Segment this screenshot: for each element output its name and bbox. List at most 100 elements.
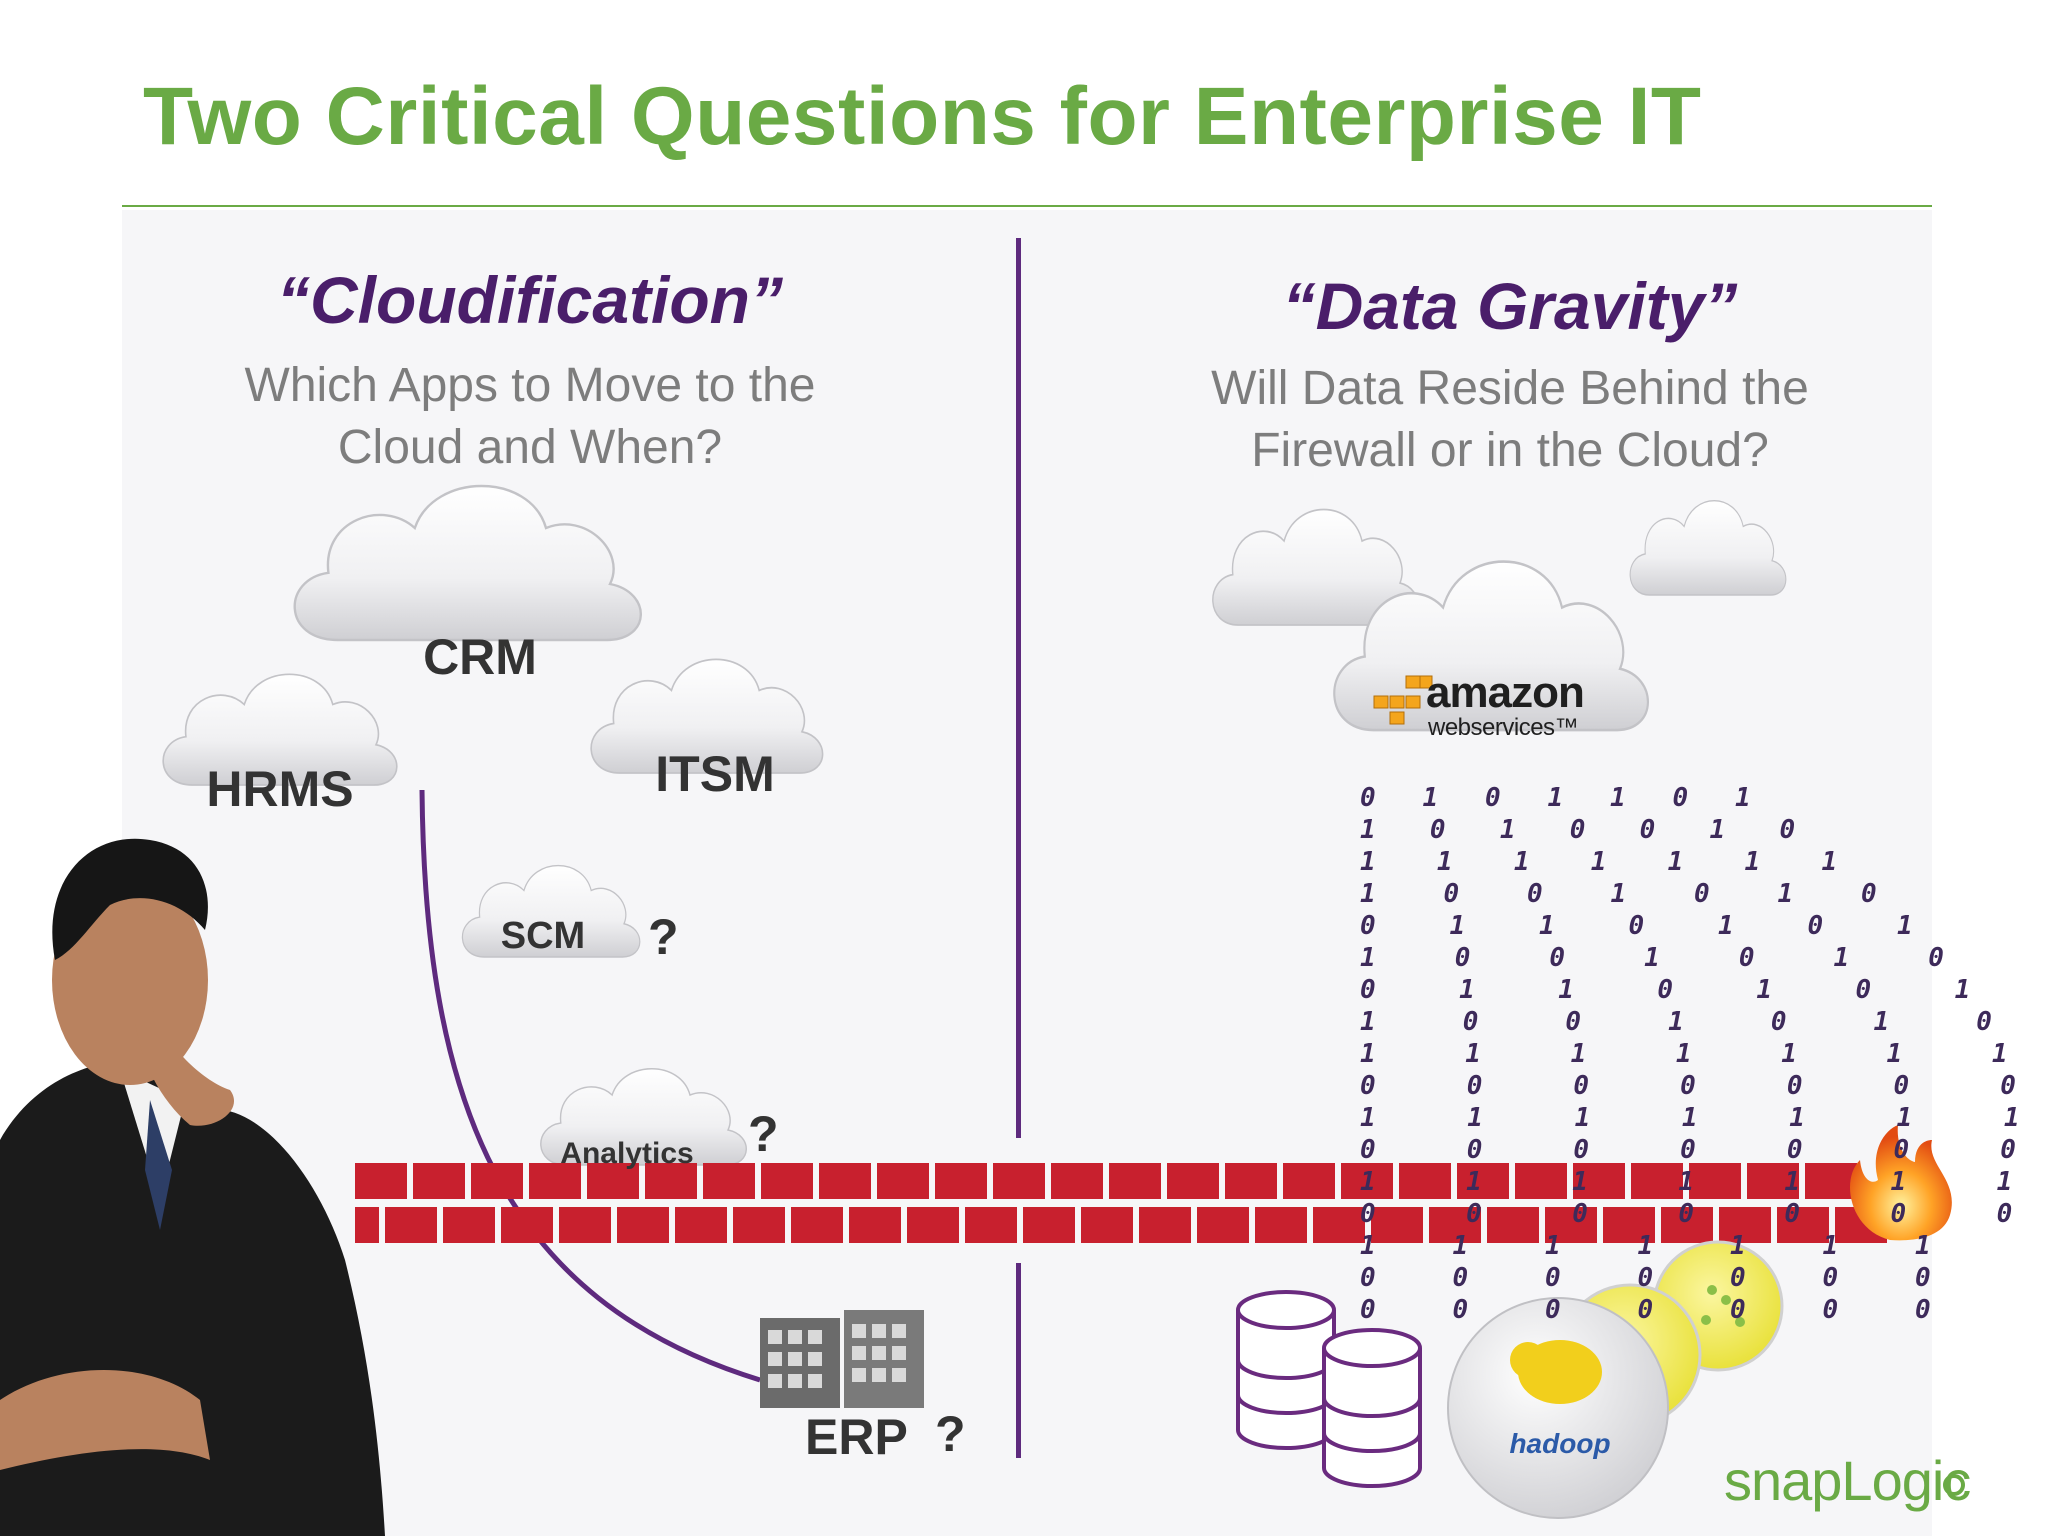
crm-cloud bbox=[293, 484, 643, 642]
scm-question-mark: ? bbox=[648, 909, 679, 965]
firewall-brick bbox=[1109, 1163, 1161, 1199]
firewall-brick bbox=[1139, 1207, 1191, 1243]
small-sky-cloud bbox=[1629, 499, 1787, 596]
firewall-brick bbox=[1051, 1163, 1103, 1199]
firewall-brick bbox=[1603, 1207, 1655, 1243]
firewall-brick bbox=[1225, 1163, 1277, 1199]
hrms-label: HRMS bbox=[206, 761, 354, 817]
aws-cubes-icon bbox=[1373, 675, 1433, 725]
cloudification-subtitle: Which Apps to Move to the Cloud and When… bbox=[244, 359, 816, 474]
erp-question-mark: ? bbox=[935, 1406, 966, 1462]
firewall-brick bbox=[1573, 1163, 1625, 1199]
firewall-brick bbox=[1777, 1207, 1829, 1243]
firewall bbox=[355, 1163, 1887, 1243]
binary-row: 1 0 0 1 0 1 0 bbox=[1360, 879, 1903, 909]
scm-label: SCM bbox=[500, 915, 586, 957]
firewall-brick bbox=[443, 1207, 495, 1243]
firewall-brick bbox=[935, 1163, 987, 1199]
binary-row: 1 0 0 1 0 1 0 bbox=[1360, 1007, 2028, 1037]
binary-row: 1 1 1 1 1 1 1 bbox=[1360, 1167, 2048, 1197]
hadoop-icon bbox=[1447, 1297, 1669, 1519]
aws-brand-text: amazon bbox=[1426, 668, 1585, 717]
firewall-brick bbox=[529, 1163, 581, 1199]
firewall-brick bbox=[1371, 1207, 1423, 1243]
firewall-brick bbox=[413, 1163, 465, 1199]
firewall-brick bbox=[819, 1163, 871, 1199]
snaplogic-logo-mark bbox=[1943, 1474, 1965, 1496]
column-divider-lower bbox=[1016, 1263, 1021, 1458]
firewall-brick bbox=[1429, 1207, 1481, 1243]
binary-row: 1 1 1 1 1 1 1 bbox=[1360, 1039, 2045, 1069]
firewall-brick bbox=[1081, 1207, 1133, 1243]
firewall-brick bbox=[1631, 1163, 1683, 1199]
cloudification-heading: “Cloudification” bbox=[277, 263, 783, 337]
erp-label: ERP bbox=[805, 1409, 908, 1465]
firewall-brick bbox=[1719, 1207, 1771, 1243]
firewall-brick bbox=[385, 1207, 437, 1243]
firewall-brick bbox=[791, 1207, 843, 1243]
firewall-brick bbox=[559, 1207, 611, 1243]
firewall-brick bbox=[355, 1207, 379, 1243]
firewall-brick bbox=[675, 1207, 727, 1243]
firewall-brick bbox=[1487, 1207, 1539, 1243]
firewall-brick bbox=[761, 1163, 813, 1199]
erp-connector-line bbox=[419, 789, 761, 1383]
binary-row: 1 0 1 0 0 1 0 bbox=[1360, 815, 1815, 845]
firewall-brick bbox=[1255, 1207, 1307, 1243]
firewall-brick bbox=[877, 1163, 929, 1199]
firewall-brick bbox=[587, 1163, 639, 1199]
binary-row: 1 0 0 1 0 1 0 bbox=[1360, 943, 1976, 973]
firewall-brick bbox=[1399, 1163, 1451, 1199]
firewall-brick bbox=[907, 1207, 959, 1243]
binary-row: 0 1 0 1 1 0 1 bbox=[1360, 783, 1767, 813]
firewall-brick bbox=[1283, 1163, 1335, 1199]
businessman-figure bbox=[0, 838, 385, 1536]
binary-row: 1 1 1 1 1 1 1 bbox=[1360, 847, 1860, 877]
snaplogic-logo: snapLogic bbox=[1724, 1449, 1971, 1512]
title-rule bbox=[122, 205, 1932, 207]
analytics-question-mark: ? bbox=[748, 1106, 779, 1162]
firewall-brick bbox=[1689, 1163, 1741, 1199]
database-icon bbox=[1236, 1290, 1336, 1450]
binary-row: 1 1 1 1 1 1 1 bbox=[1360, 1231, 1962, 1261]
firewall-brick bbox=[1515, 1163, 1567, 1199]
binary-row: 0 1 1 0 1 0 1 bbox=[1360, 911, 1942, 941]
firewall-brick bbox=[645, 1163, 697, 1199]
firewall-brick bbox=[1457, 1163, 1509, 1199]
binary-row: 0 0 0 0 0 0 0 bbox=[1360, 1295, 1962, 1325]
binary-row: 0 0 0 0 0 0 0 bbox=[1360, 1263, 1962, 1293]
firewall-brick bbox=[1805, 1163, 1857, 1199]
firewall-brick bbox=[1341, 1163, 1393, 1199]
building-icon bbox=[760, 1310, 924, 1408]
data-gravity-subtitle: Will Data Reside Behind the Firewall or … bbox=[1211, 362, 1809, 477]
binary-row: 0 0 0 0 0 0 0 bbox=[1360, 1135, 2048, 1165]
data-gravity-heading: “Data Gravity” bbox=[1282, 269, 1738, 343]
hadoop-label: hadoop bbox=[1509, 1428, 1611, 1459]
firewall-brick bbox=[355, 1163, 407, 1199]
aws-tagline-text: webservices™ bbox=[1428, 714, 1579, 741]
firewall-brick bbox=[993, 1163, 1045, 1199]
firewall-brick bbox=[733, 1207, 785, 1243]
firewall-brick bbox=[1167, 1163, 1219, 1199]
firewall-brick bbox=[1023, 1207, 1075, 1243]
firewall-brick bbox=[703, 1163, 755, 1199]
firewall-brick bbox=[1747, 1163, 1799, 1199]
firewall-brick bbox=[471, 1163, 523, 1199]
binary-row: 1 1 1 1 1 1 1 bbox=[1360, 1103, 2048, 1133]
column-divider-upper bbox=[1016, 238, 1021, 1138]
firewall-brick bbox=[1197, 1207, 1249, 1243]
firewall-brick bbox=[1661, 1207, 1713, 1243]
firewall-brick bbox=[617, 1207, 669, 1243]
analytics-label: Analytics bbox=[560, 1137, 694, 1170]
crm-label: CRM bbox=[423, 629, 537, 685]
slide-title: Two Critical Questions for Enterprise IT bbox=[143, 71, 1702, 162]
firewall-brick bbox=[1313, 1207, 1365, 1243]
firewall-brick bbox=[965, 1207, 1017, 1243]
binary-row: 0 1 1 0 1 0 1 bbox=[1360, 975, 2005, 1005]
aws-logo: amazon webservices™ bbox=[1372, 668, 1632, 748]
database-icon-2 bbox=[1322, 1328, 1422, 1488]
fire-icon bbox=[1850, 1125, 1952, 1241]
